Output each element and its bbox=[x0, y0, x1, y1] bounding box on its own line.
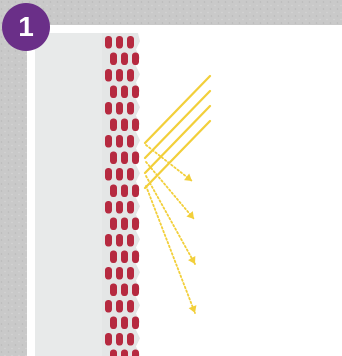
brick-cell bbox=[105, 69, 112, 82]
brick-cell bbox=[121, 119, 128, 132]
brick-cell bbox=[127, 69, 134, 82]
brick-cell bbox=[116, 36, 123, 49]
brick-cell bbox=[116, 333, 123, 346]
brick-cell bbox=[121, 251, 128, 264]
brick-cell bbox=[121, 53, 128, 66]
inner-wall-layer bbox=[35, 33, 102, 356]
brick-cell bbox=[127, 36, 134, 49]
brick-cell bbox=[127, 333, 134, 346]
brick-cell bbox=[132, 317, 139, 330]
brick-cell bbox=[132, 53, 139, 66]
brick-cell bbox=[116, 135, 123, 148]
brick-cell bbox=[116, 69, 123, 82]
brick-cell bbox=[110, 350, 117, 356]
brick-cell bbox=[110, 251, 117, 264]
brick-cell bbox=[132, 185, 139, 198]
brick-cell bbox=[105, 300, 112, 313]
brick-cell bbox=[127, 135, 134, 148]
brick-cell bbox=[116, 102, 123, 115]
brick-cell bbox=[105, 234, 112, 247]
brick-cell bbox=[121, 350, 128, 356]
brick-cell bbox=[121, 218, 128, 231]
brick-cell bbox=[127, 267, 134, 280]
brick-cell bbox=[110, 284, 117, 297]
brick-cell bbox=[121, 284, 128, 297]
brick-cell bbox=[105, 36, 112, 49]
brick-cell bbox=[127, 102, 134, 115]
brick-cell bbox=[127, 201, 134, 214]
brick-cell bbox=[110, 152, 117, 165]
brick-cell bbox=[110, 218, 117, 231]
brick-cell bbox=[110, 119, 117, 132]
brick-cell bbox=[121, 86, 128, 99]
perforated-brick-wall bbox=[102, 33, 140, 356]
brick-cell bbox=[127, 234, 134, 247]
brick-cell bbox=[116, 168, 123, 181]
step-number-label: 1 bbox=[18, 13, 34, 41]
brick-cell bbox=[110, 317, 117, 330]
brick-cell bbox=[132, 218, 139, 231]
brick-cell bbox=[105, 333, 112, 346]
brick-cell bbox=[127, 300, 134, 313]
brick-cell bbox=[116, 300, 123, 313]
brick-cell bbox=[105, 168, 112, 181]
brick-cell bbox=[105, 201, 112, 214]
brick-cell bbox=[121, 185, 128, 198]
brick-cell bbox=[116, 267, 123, 280]
brick-cell bbox=[121, 317, 128, 330]
brick-cell bbox=[105, 135, 112, 148]
brick-cell bbox=[132, 251, 139, 264]
brick-cell bbox=[132, 152, 139, 165]
brick-cell bbox=[132, 86, 139, 99]
brick-cell bbox=[132, 119, 139, 132]
brick-cell bbox=[110, 185, 117, 198]
brick-cell bbox=[121, 152, 128, 165]
brick-cell bbox=[116, 201, 123, 214]
brick-cell bbox=[127, 168, 134, 181]
brick-cell bbox=[105, 267, 112, 280]
step-number-badge: 1 bbox=[2, 3, 50, 51]
brick-cell bbox=[116, 234, 123, 247]
brick-cell bbox=[110, 53, 117, 66]
brick-cell bbox=[105, 102, 112, 115]
brick-cell bbox=[132, 284, 139, 297]
brick-cell bbox=[132, 350, 139, 356]
brick-cell bbox=[110, 86, 117, 99]
